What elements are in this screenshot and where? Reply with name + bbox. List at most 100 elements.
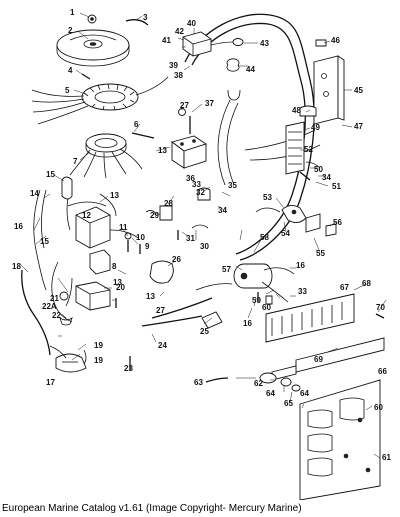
- callout-54: 54: [281, 229, 290, 238]
- sleeve: [61, 176, 73, 200]
- callout-46: 46: [331, 36, 340, 45]
- lower-ignition-module: [55, 353, 87, 373]
- rectifier: [170, 135, 208, 169]
- switch-box: [75, 206, 111, 249]
- callout-23: 23: [124, 364, 133, 373]
- lead-terminal: [232, 38, 244, 46]
- terminal-strip: [265, 293, 355, 343]
- bracket-clip: [315, 39, 327, 47]
- callout-8: 8: [112, 262, 117, 271]
- left-harness-lower: [21, 269, 51, 356]
- callout-11: 11: [119, 223, 128, 232]
- coupling-62: [259, 372, 277, 384]
- callout-16a: 16: [14, 222, 23, 231]
- clip-29: [145, 210, 157, 215]
- callout-33b: 33: [298, 287, 307, 296]
- ignition-module: [75, 281, 111, 311]
- callout-62: 62: [254, 379, 263, 388]
- starter-motor: [233, 263, 273, 289]
- terminal-60: [265, 295, 273, 305]
- callout-59: 59: [252, 296, 261, 305]
- ring-gear: [125, 19, 149, 26]
- callout-2: 2: [68, 26, 73, 35]
- strip-cover: [295, 337, 385, 373]
- retaining-clip: [226, 58, 240, 72]
- solenoid-lead: [210, 41, 234, 46]
- callout-64a: 64: [266, 389, 275, 398]
- callout-5: 5: [65, 86, 70, 95]
- callout-30: 30: [200, 242, 209, 251]
- callout-41: 41: [162, 36, 171, 45]
- link-rod-27: [151, 297, 213, 319]
- module-bracket: [59, 291, 69, 301]
- callout-34a: 34: [218, 206, 227, 215]
- callout-37: 37: [205, 99, 214, 108]
- callout-25: 25: [200, 327, 209, 336]
- wire-clamp: [59, 317, 73, 326]
- choke-solenoid: [281, 205, 307, 223]
- callout-48: 48: [292, 106, 301, 115]
- callout-21: 21: [50, 294, 59, 303]
- choke-bracket-56: [325, 223, 337, 237]
- callout-3: 3: [143, 13, 148, 22]
- left-harness: [33, 189, 47, 291]
- cover-26: [149, 260, 174, 284]
- mounting-bracket: [313, 55, 345, 125]
- main-wiring-harness-2: [191, 22, 306, 255]
- callout-13d: 13: [146, 292, 155, 301]
- callout-52: 52: [304, 145, 313, 154]
- callout-43: 43: [260, 39, 269, 48]
- callout-15a: 15: [46, 170, 55, 179]
- starter-solenoid: [182, 31, 212, 57]
- callout-50: 50: [314, 165, 323, 174]
- callout-55: 55: [316, 249, 325, 258]
- callout-67: 67: [340, 283, 349, 292]
- callout-38: 38: [174, 71, 183, 80]
- callout-42: 42: [175, 27, 184, 36]
- stator-leads: [31, 76, 169, 125]
- callout-12: 12: [82, 211, 91, 220]
- callout-labels: 1 2 3 4 5 6 7 8 9 10 11 12 13 13 13 13 1…: [12, 8, 391, 462]
- callout-53: 53: [263, 193, 272, 202]
- flywheel-nut: [87, 14, 97, 24]
- terminal-block: [285, 121, 305, 175]
- cable-boot: [227, 89, 241, 101]
- callout-26: 26: [172, 255, 181, 264]
- callout-27a: 27: [180, 101, 189, 110]
- trigger-leads: [69, 148, 143, 179]
- callout-69: 69: [314, 355, 323, 364]
- callout-17: 17: [46, 378, 55, 387]
- choke-lead: [255, 207, 281, 213]
- callout-13a: 13: [110, 191, 119, 200]
- fuse-holder-28: [159, 205, 173, 221]
- callout-22a: 22A: [42, 302, 57, 311]
- callout-28: 28: [164, 199, 173, 208]
- terminal-strap: [305, 161, 321, 169]
- rod-63: [205, 377, 229, 383]
- callout-40: 40: [187, 19, 196, 28]
- callout-36: 36: [186, 174, 195, 183]
- callout-39: 39: [169, 61, 178, 70]
- callout-61: 61: [382, 453, 391, 462]
- callout-22: 22: [52, 311, 61, 320]
- leader-lines: [19, 12, 387, 459]
- callout-6: 6: [134, 120, 139, 129]
- callout-33a: 33: [192, 180, 201, 189]
- callout-65: 65: [284, 399, 293, 408]
- callout-9: 9: [145, 242, 150, 251]
- callout-16c: 16: [243, 319, 252, 328]
- callout-27b: 27: [156, 306, 165, 315]
- trigger-assembly: [85, 133, 127, 158]
- callout-35: 35: [228, 181, 237, 190]
- callout-45: 45: [354, 86, 363, 95]
- callout-51: 51: [332, 182, 341, 191]
- callout-16b: 16: [296, 261, 305, 270]
- callout-20: 20: [116, 283, 125, 292]
- bracket-25: [201, 311, 223, 329]
- callout-56: 56: [333, 218, 342, 227]
- callout-57: 57: [222, 265, 231, 274]
- callout-14: 14: [30, 189, 39, 198]
- callout-64b: 64: [300, 389, 309, 398]
- callout-7: 7: [73, 157, 78, 166]
- clamp-30: [191, 224, 209, 229]
